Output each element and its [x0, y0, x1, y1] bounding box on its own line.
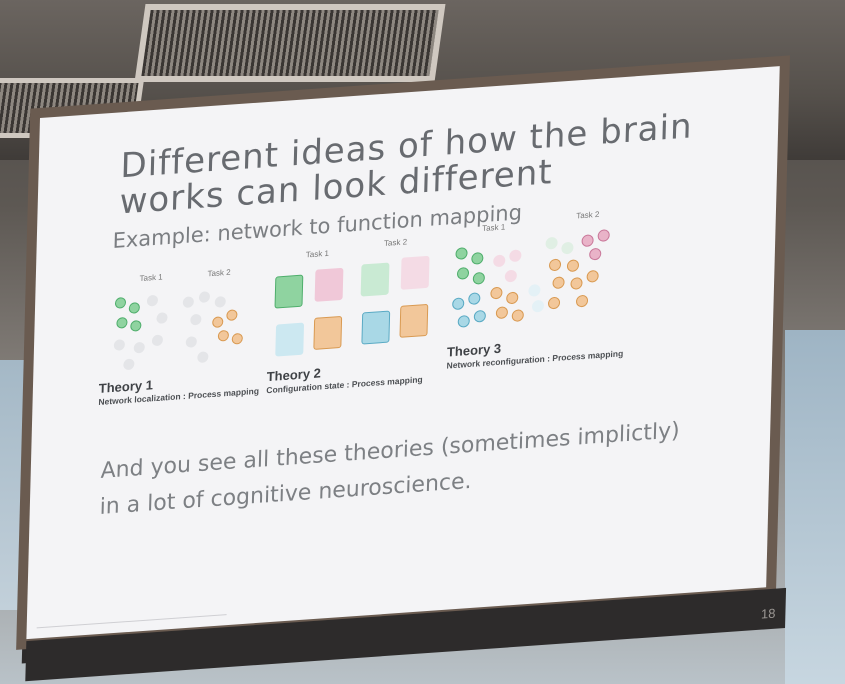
node-pink-light: [493, 254, 506, 268]
node-green-light: [545, 236, 558, 250]
theory-3-task2-label: Task 2: [576, 209, 600, 221]
node-pink: [589, 247, 602, 261]
theory-2: Task 1 Task 2 Theory 2 Configuration sta…: [262, 237, 446, 418]
node-orange: [570, 277, 583, 290]
node-gray: [156, 312, 168, 324]
node-green-light: [561, 241, 574, 255]
theory-3-network-task1: [446, 228, 676, 328]
node-gray: [146, 294, 159, 307]
block-orange: [399, 303, 429, 338]
node-orange: [490, 286, 503, 300]
node-pink-light: [504, 269, 517, 283]
node-orange: [511, 309, 524, 323]
block-green: [274, 274, 304, 309]
theory-1-task1-label: Task 1: [139, 272, 163, 284]
conclusion-text: And you see all these theories (sometime…: [99, 410, 721, 526]
node-gray: [185, 336, 197, 348]
ceiling-vent: [134, 4, 446, 82]
node-blue-light: [531, 299, 545, 313]
node-pink-light: [509, 249, 522, 263]
node-pink: [581, 234, 594, 248]
node-gray: [123, 358, 135, 371]
node-green: [130, 319, 142, 332]
theory-1-network-task2: [96, 257, 276, 364]
node-gray: [182, 296, 194, 309]
node-orange: [575, 294, 589, 308]
node-green: [472, 271, 486, 285]
node-gray: [151, 334, 164, 347]
node-blue: [457, 314, 470, 328]
node-blue-light: [528, 283, 541, 297]
node-pink: [597, 229, 610, 242]
window-right: [785, 330, 845, 684]
block-orange: [313, 315, 343, 350]
node-gray: [113, 339, 126, 351]
block-blue: [275, 322, 305, 357]
node-orange: [217, 329, 230, 342]
theory-3-task1-label: Task 1: [482, 222, 506, 234]
node-orange: [212, 316, 224, 329]
theory-2-task2-label: Task 2: [383, 237, 408, 248]
node-blue: [468, 292, 481, 306]
block-blue: [361, 310, 391, 345]
node-green: [128, 302, 140, 314]
theory-1-task2-label: Task 2: [207, 267, 231, 279]
footer-line: [36, 614, 227, 629]
theory-1-network-task1: [96, 257, 276, 371]
node-green: [456, 266, 470, 280]
theory-3-network-task2: [446, 228, 676, 313]
node-blue: [473, 309, 487, 323]
slide-title: Different ideas of how the brain works c…: [119, 106, 693, 222]
node-orange: [566, 259, 580, 273]
node-green: [114, 297, 127, 309]
node-gray: [197, 351, 209, 364]
theories-figure: Task 1 Task 2: [92, 210, 746, 430]
node-gray: [133, 341, 145, 354]
node-orange: [586, 269, 599, 283]
block-pink-light: [400, 255, 430, 290]
node-gray: [190, 313, 202, 326]
theory-2-task1-label: Task 1: [305, 248, 330, 260]
node-blue: [452, 297, 465, 311]
node-orange: [552, 276, 565, 290]
node-gray: [214, 296, 226, 308]
screen-bottom-bar: 18: [25, 587, 787, 682]
page-number: 18: [760, 605, 776, 622]
node-orange: [547, 296, 561, 310]
node-green: [471, 251, 484, 265]
node-green: [455, 247, 468, 260]
node-orange: [226, 309, 238, 322]
projected-slide: Different ideas of how the brain works c…: [25, 66, 787, 682]
node-orange: [495, 306, 509, 320]
node-green: [116, 316, 128, 329]
block-green-light: [360, 262, 390, 297]
node-gray: [198, 291, 211, 303]
node-orange: [548, 258, 562, 272]
theory-1: Task 1 Task 2: [92, 257, 276, 430]
window-left: [0, 360, 30, 610]
node-orange: [506, 291, 519, 305]
node-orange: [231, 332, 243, 345]
block-pink: [314, 267, 344, 302]
theory-3: Task 1 Task 2: [442, 210, 676, 404]
